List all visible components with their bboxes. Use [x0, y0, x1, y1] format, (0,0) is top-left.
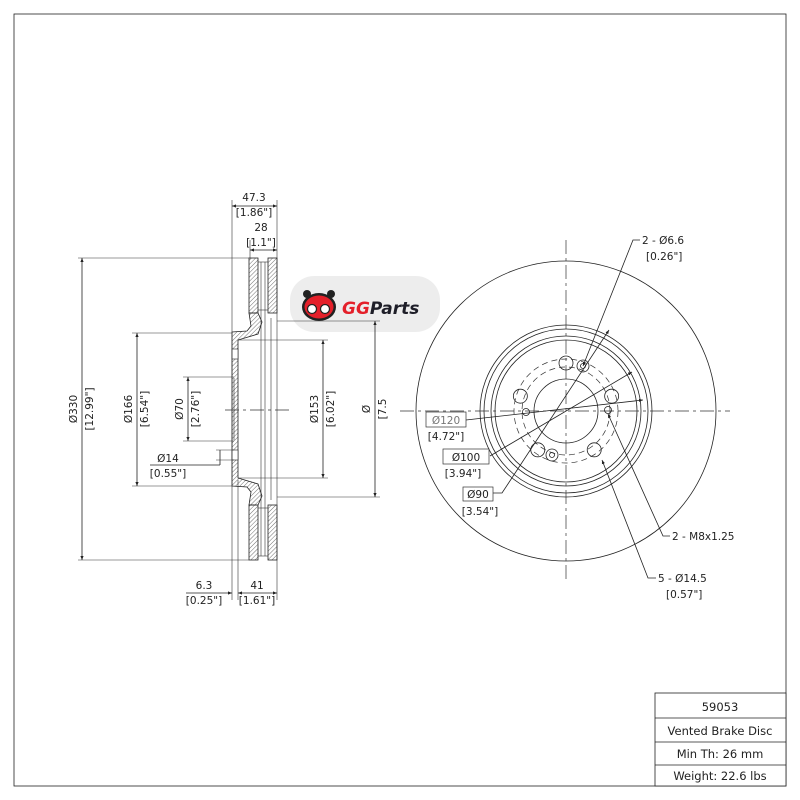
- svg-text:GGParts: GGParts: [342, 299, 419, 319]
- label-bore-90: Ø90: [467, 489, 489, 501]
- dim-hat-height: 41: [250, 580, 263, 592]
- dim-flange-thickness-in: [0.25"]: [186, 595, 222, 607]
- dim-inner-diameter-in: [6.02"]: [325, 391, 337, 427]
- friction-face-outboard-top: [267, 257, 278, 314]
- dim-rotor-thickness-in: [1.1"]: [246, 237, 276, 249]
- logo-parts: Parts: [370, 299, 419, 319]
- dim-hat-height-in: [1.61"]: [239, 595, 275, 607]
- dim-center-bore: Ø70: [174, 398, 186, 420]
- label-threaded-holes: 2 - M8x1.25: [672, 531, 734, 543]
- hat-section: [231, 312, 263, 506]
- ggparts-logo: GGParts: [290, 276, 440, 332]
- dim-stud-hole-in: [0.55"]: [150, 468, 186, 480]
- small-hole: [522, 408, 530, 416]
- label-bolt-circle-120-in: [4.72"]: [428, 431, 464, 443]
- dim-obscured-diameter: Ø: [361, 405, 373, 413]
- dim-hat-diameter-in: [6.54"]: [139, 391, 151, 427]
- label-bolt-circle-120: Ø120: [432, 415, 460, 427]
- threaded-hole: [545, 448, 559, 462]
- dim-center-bore-in: [2.76"]: [190, 391, 202, 427]
- dim-stud-hole: Ø14: [157, 453, 179, 465]
- dim-obscured-diameter-in: [7.5: [377, 399, 389, 420]
- logo-gg: GG: [342, 299, 370, 319]
- label-lug-holes: 5 - Ø14.5: [658, 573, 707, 585]
- dim-overall-width: 47.3: [242, 192, 265, 204]
- lug-hole: [512, 388, 528, 404]
- dim-flange-thickness: 6.3: [196, 580, 213, 592]
- label-bore-90-in: [3.54"]: [462, 506, 498, 518]
- threaded-hole: [576, 359, 590, 373]
- drawing-border: [13, 13, 787, 787]
- friction-face-inboard-top: [248, 257, 259, 314]
- front-view: 2 - Ø6.6 [0.26"] 2 - M8x1.25 5 - Ø14.5 […: [400, 235, 734, 601]
- label-small-holes-in: [0.26"]: [646, 251, 682, 263]
- dim-outer-diameter: Ø330: [68, 395, 80, 423]
- min-thickness: Min Th: 26 mm: [677, 747, 764, 761]
- friction-face-outboard-bottom: [267, 504, 278, 561]
- lug-hole: [604, 388, 620, 404]
- friction-face-inboard-bottom: [248, 504, 259, 561]
- weight: Weight: 22.6 lbs: [673, 769, 766, 783]
- part-number: 59053: [702, 700, 739, 714]
- part-description: Vented Brake Disc: [668, 724, 773, 738]
- lug-hole: [586, 442, 602, 458]
- small-hole: [604, 406, 612, 414]
- dim-inner-diameter: Ø153: [309, 395, 321, 423]
- title-block: 59053 Vented Brake Disc Min Th: 26 mm We…: [654, 692, 787, 787]
- mascot-icon: [302, 290, 336, 321]
- lug-hole: [558, 355, 574, 371]
- side-view: 47.3 [1.86"] 28 [1.1"] Ø330 [12.99"] Ø16…: [68, 192, 389, 607]
- dim-outer-diameter-in: [12.99"]: [84, 387, 96, 430]
- dim-overall-width-in: [1.86"]: [236, 207, 272, 219]
- dim-hat-diameter: Ø166: [123, 395, 135, 424]
- label-diameter-100: Ø100: [452, 452, 480, 464]
- label-diameter-100-in: [3.94"]: [445, 468, 481, 480]
- label-lug-holes-in: [0.57"]: [666, 589, 702, 601]
- label-small-holes: 2 - Ø6.6: [642, 235, 684, 247]
- dim-rotor-thickness: 28: [254, 222, 267, 234]
